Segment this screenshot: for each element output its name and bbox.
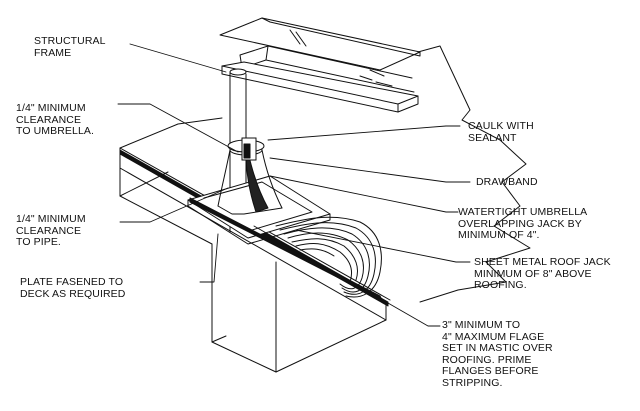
break-line — [417, 45, 531, 303]
label-line: SET IN MASTIC OVER — [442, 342, 553, 354]
label-line: SHEET METAL ROOF JACK — [474, 257, 611, 268]
leader-lines — [117, 43, 471, 327]
label-line: 1/4" MINIMUM — [16, 213, 86, 225]
label-line: ROOFING. PRIME — [442, 353, 532, 366]
label-line: FLANGES BEFORE — [442, 365, 539, 377]
label-line: DECK AS REQUIRED — [20, 287, 126, 300]
label-line: MINIMUM OF 8" ABOVE — [474, 267, 592, 280]
label-line: TO UMBRELLA. — [16, 125, 95, 137]
label-line: WATERTIGHT UMBRELLA — [458, 206, 588, 218]
label-clearance-umbrella: 1/4" MINIMUM CLEARANCE TO UMBRELLA. — [16, 102, 95, 138]
label-drawband: DRAWBAND — [476, 176, 538, 189]
label-line: PLATE FASENED TO — [20, 276, 124, 288]
umbrella-collar — [227, 137, 265, 161]
label-line: OVERLAPPING JACK BY — [458, 217, 582, 230]
label-line: 3" MINIMUM TO — [442, 319, 521, 331]
label-caulk: CAULK WITH SEALANT — [468, 120, 534, 144]
cables — [275, 216, 382, 298]
label-line: CLEARANCE — [16, 224, 82, 237]
label-plate: PLATE FASENED TO DECK AS REQUIRED — [20, 276, 126, 300]
label-clearance-pipe: 1/4" MINIMUM CLEARANCE TO PIPE. — [16, 213, 86, 249]
flange-plate — [187, 175, 383, 301]
label-line: TO PIPE. — [16, 236, 61, 248]
label-line: DRAWBAND — [476, 176, 538, 188]
label-line: MINIMUM OF 4". — [458, 229, 540, 241]
label-umbrella: WATERTIGHT UMBRELLA OVERLAPPING JACK BY … — [458, 206, 588, 242]
label-line: ROOFING. — [474, 279, 527, 291]
structural-beam — [219, 17, 421, 113]
label-jack: SHEET METAL ROOF JACK MINIMUM OF 8" ABOV… — [474, 257, 640, 292]
label-flange: 3" MINIMUM TO 4" MAXIMUM FLAGE SET IN MA… — [442, 319, 553, 389]
label-line: 1/4" MINIMUM — [16, 102, 86, 114]
label-line: SEALANT — [468, 131, 517, 144]
label-structural-frame: STRUCTURAL FRAME — [34, 35, 106, 59]
label-line: STRIPPING. — [442, 376, 503, 389]
label-line: CAULK WITH — [468, 120, 534, 132]
label-line: CLEARANCE — [16, 113, 82, 126]
label-line: STRUCTURAL — [34, 35, 106, 47]
label-line: FRAME — [34, 46, 72, 59]
label-line: 4" MAXIMUM FLAGE — [442, 330, 545, 343]
